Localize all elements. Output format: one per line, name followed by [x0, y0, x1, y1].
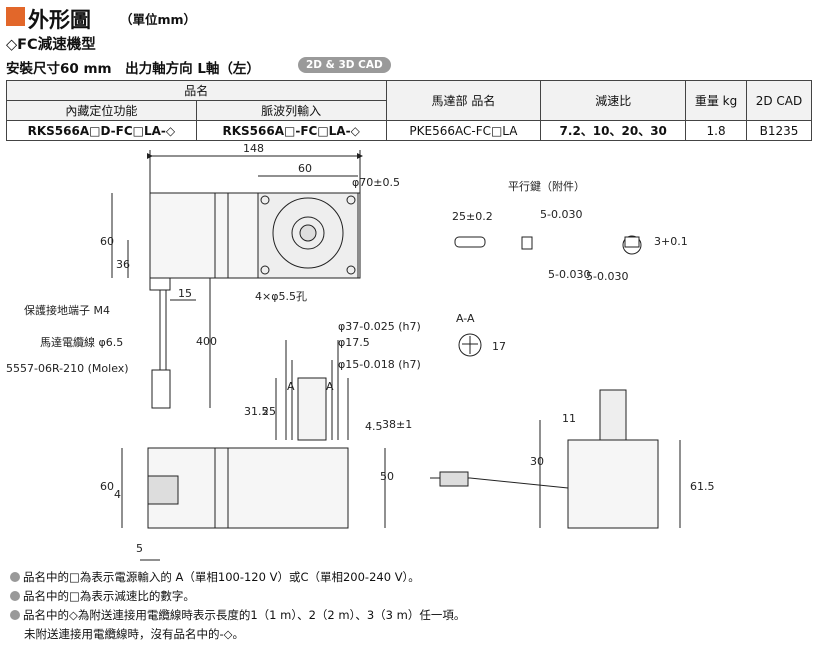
dim-38: 38±1 [382, 418, 412, 431]
dim-60-bottom: 60 [100, 480, 114, 493]
label-ground: 保護接地端子 M4 [24, 303, 110, 317]
dim-holes: 4×φ5.5孔 [255, 290, 307, 303]
table-cell-cad[interactable]: B1235 [746, 120, 812, 141]
key-length: 25±0.2 [452, 210, 493, 223]
dim-50: 50 [380, 470, 394, 483]
key-height: 5-0.030 [548, 268, 590, 281]
dim-15: 15 [178, 287, 192, 300]
dim-30: 30 [530, 455, 544, 468]
section-mark-left: A [287, 380, 295, 393]
label-cable: 馬達電纜線 φ6.5 [40, 335, 123, 349]
bullet-icon [10, 610, 20, 620]
spec-line: 安裝尺寸60 mm 出力軸方向 L軸（左） [6, 61, 260, 77]
note-item: 品名中的◇為附送連接用電纜線時表示長度的1（1 m）、2（2 m）、3（3 m）… [10, 606, 465, 625]
table-cell-motor: PKE566AC-FC□LA [385, 120, 542, 141]
dim-148: 148 [243, 142, 264, 155]
dim-4-5: 4.5 [365, 420, 383, 433]
key-depth: 3+0.1 [654, 235, 688, 248]
section-subtitle: ◇FC減速機型 [6, 37, 96, 53]
section-label: A-A [456, 312, 475, 325]
dim-60-vertical: 60 [100, 235, 114, 248]
dim-61-5: 61.5 [690, 480, 715, 493]
key-height-2: 5-0.030 [586, 270, 628, 283]
title-accent-square [6, 7, 25, 26]
table-cell-weight: 1.8 [685, 120, 747, 141]
spec-table: 品名 馬達部 品名 減速比 重量 kg 2D CAD 內藏定位功能 脈波列輸入 … [6, 80, 812, 141]
dim-4: 4 [114, 488, 121, 501]
dim-phi37: φ37-0.025 (h7) [338, 320, 421, 333]
notes-block: 品名中的□為表示電源輸入的 A（單相100-120 V）或C（單相200-240… [10, 568, 465, 644]
section-mark-right: A [326, 380, 334, 393]
key-width: 5-0.030 [540, 208, 582, 221]
table-header-internal: 內藏定位功能 [6, 100, 197, 121]
section-dim: 17 [492, 340, 506, 353]
page-title: 外形圖 [28, 8, 91, 32]
shaft [297, 377, 327, 441]
bullet-icon [10, 572, 20, 582]
cad-badge[interactable]: 2D & 3D CAD [298, 57, 391, 73]
dim-36: 36 [116, 258, 130, 271]
key-side [454, 236, 486, 248]
table-cell-internal: RKS566A□D-FC□LA-◇ [6, 120, 197, 141]
section-circle [458, 333, 482, 357]
key-title: 平行鍵（附件） [508, 179, 585, 193]
note-item: 未附送連接用電纜線時，沒有品名中的-◇。 [24, 627, 244, 641]
gear-flange-circle [272, 197, 344, 269]
note-item: 品名中的□為表示電源輸入的 A（單相100-120 V）或C（單相200-240… [10, 568, 465, 587]
dim-400: 400 [196, 335, 217, 348]
right-view-body [567, 439, 659, 529]
dim-31-5: 31.5 [244, 405, 269, 418]
table-header-motor: 馬達部 品名 [385, 80, 542, 121]
note-item: 品名中的□為表示減速比的數字。 [10, 587, 465, 606]
dim-60: 60 [298, 162, 312, 175]
table-header-cad: 2D CAD [746, 80, 812, 121]
dim-phi70: φ70±0.5 [352, 176, 400, 189]
unit-label: （單位mm） [120, 12, 197, 27]
table-header-ratio: 減速比 [540, 80, 687, 121]
label-connector: 5557-06R-210 (Molex) [6, 362, 129, 375]
dim-25: 25 [262, 405, 276, 418]
table-cell-pulse: RKS566A□-FC□LA-◇ [195, 120, 387, 141]
dim-phi17-5: φ17.5 [338, 336, 370, 349]
bullet-icon [10, 591, 20, 601]
dim-phi15: φ15-0.018 (h7) [338, 358, 421, 371]
connector-socket [147, 475, 179, 505]
dim-5: 5 [136, 542, 143, 555]
table-cell-ratio: 7.2、10、20、30 [540, 120, 687, 141]
table-group-header: 品名 [6, 80, 387, 101]
dim-11: 11 [562, 412, 576, 425]
